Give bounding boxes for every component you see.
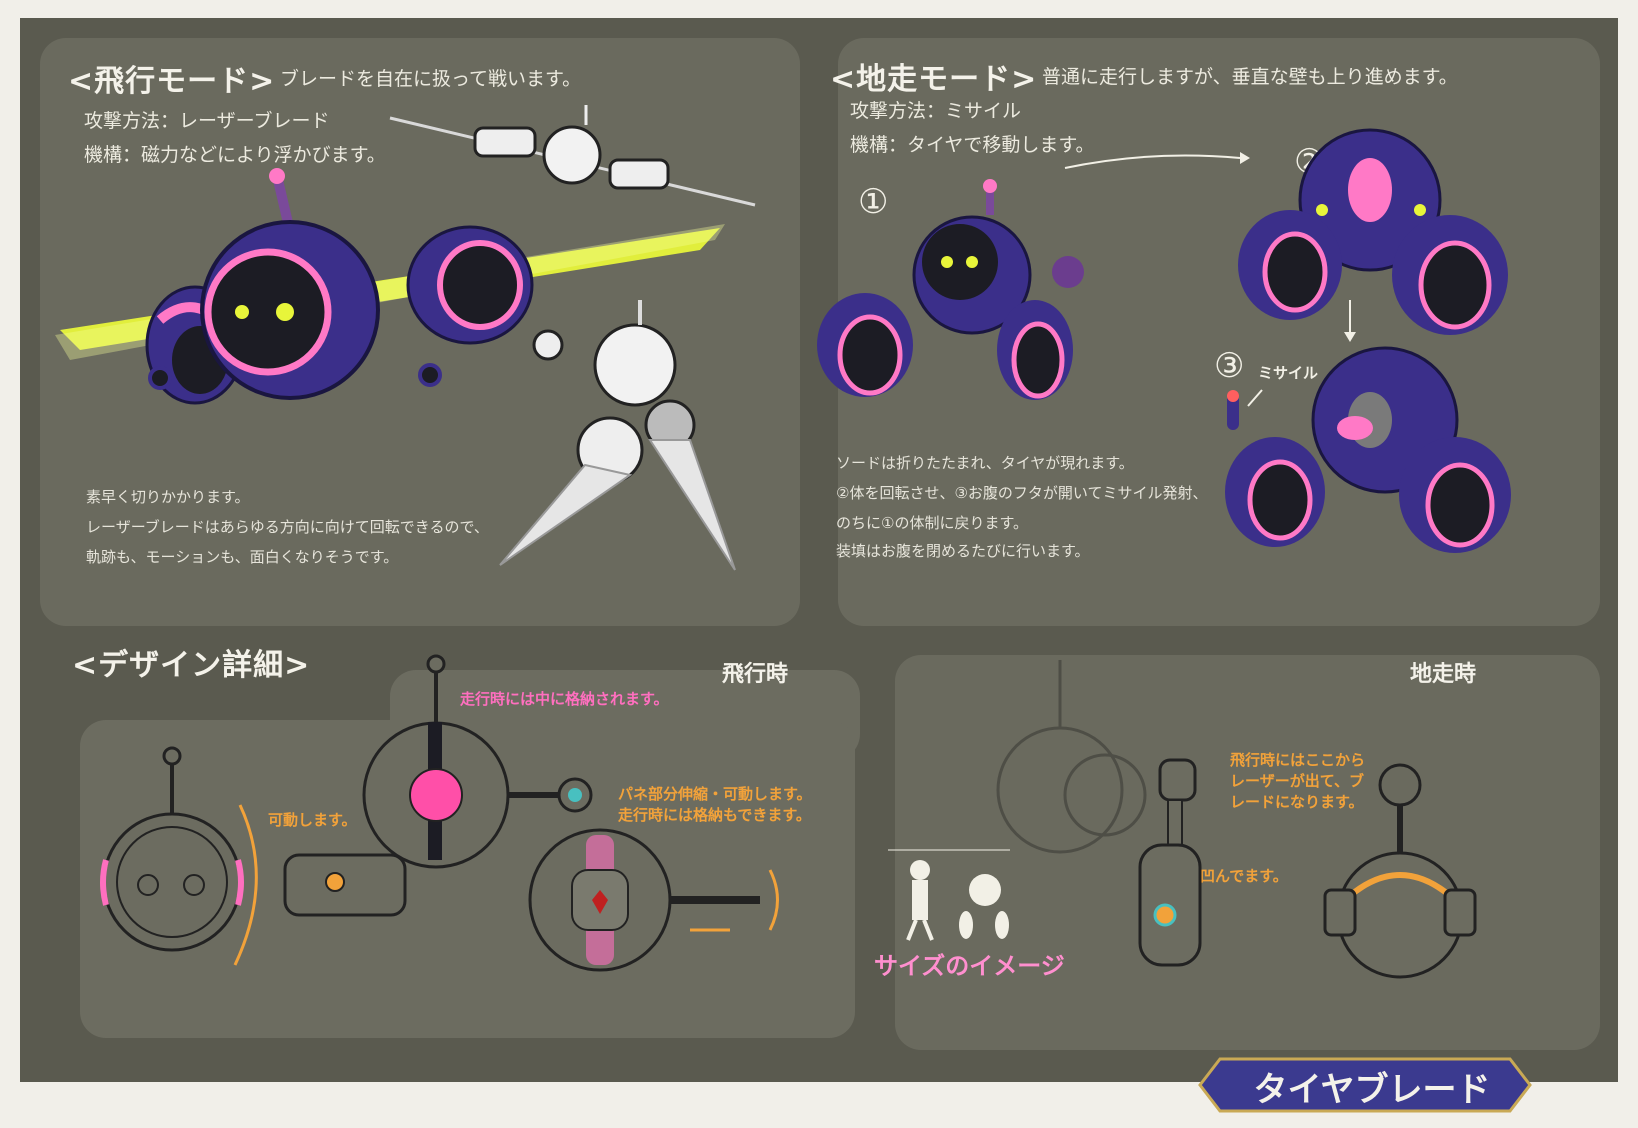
flight-attack: 攻撃方法：レーザーブレード (84, 110, 330, 132)
flight-note-3: 軌跡も、モーションも、面白くなりそうです。 (86, 548, 399, 566)
step-3-label: ③ (1214, 346, 1245, 386)
ground-note-1: ソードは折りたたまれ、タイヤが現れます。 (836, 454, 1134, 472)
ground-attack: 攻撃方法：ミサイル (850, 100, 1022, 122)
character-name: タイヤブレード (1253, 1070, 1491, 1110)
ground-note-2: ②体を回転させ、③お腹のフタが開いてミサイル発射、 (836, 484, 1208, 502)
flight-note-2: レーザーブレードはあらゆる方向に向けて回転できるので、 (86, 518, 489, 536)
flight-note-1: 素早く切りかかります。 (86, 488, 250, 506)
note-laser: 飛行時にはここからレーザーが出て、ブレードになります。 (1230, 751, 1366, 811)
size-image-caption: サイズのイメージ (874, 952, 1065, 980)
ground-mode-title: <地走モード> (830, 62, 1038, 97)
ground-mode-subtitle: 普通に走行しますが、垂直な壁も上り進めます。 (1042, 66, 1458, 88)
design-ground-label: 地走時 (1410, 662, 1477, 687)
note-dent: 凹んでます。 (1200, 867, 1288, 885)
note-movable: 可動します。 (268, 811, 357, 829)
flight-mechanism: 機構：磁力などにより浮かびます。 (84, 144, 386, 166)
ground-mechanism: 機構：タイヤで移動します。 (850, 134, 1095, 156)
title-banner (1198, 1057, 1532, 1113)
ground-note-4: 装填はお腹を閉めるたびに行います。 (836, 542, 1090, 560)
note-stored: 走行時には中に格納されます。 (460, 690, 669, 708)
ground-note-3: のちに①の体制に戻ります。 (836, 514, 1028, 532)
note-panel: パネ部分伸縮・可動します。走行時には格納もできます。 (618, 785, 812, 824)
design-title: <デザイン詳細> (72, 648, 311, 683)
step-1-label: ① (858, 182, 889, 222)
design-flight-label: 飛行時 (722, 662, 789, 687)
missile-label: ミサイル (1258, 364, 1319, 382)
design-ground-panel (895, 655, 1600, 1050)
flight-mode-subtitle: ブレードを自在に扱って戦います。 (280, 68, 582, 90)
flight-mode-title: <飛行モード> (68, 64, 276, 99)
